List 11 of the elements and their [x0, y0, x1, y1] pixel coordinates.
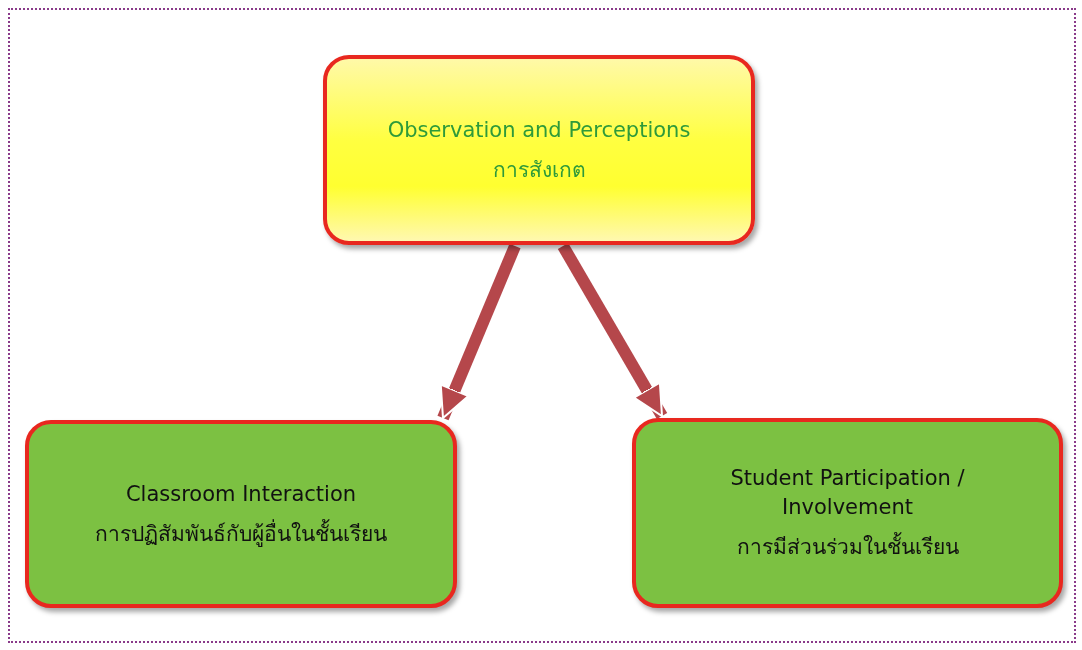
process-box — [25, 420, 457, 608]
arrow — [557, 243, 668, 419]
arrow — [437, 243, 521, 421]
box-label: การปฏิสัมพันธ์กับผู้อื่นในชั้นเรียน — [95, 520, 387, 549]
box-label: Classroom Interaction — [125, 480, 357, 508]
box-label: Student Participation / Involvement — [729, 465, 966, 521]
box-label: การสังเกต — [492, 157, 586, 184]
box-label: การมีส่วนร่วมในชั้นเรียน — [736, 533, 959, 562]
box-label: Observation and Perceptions — [387, 116, 691, 144]
process-box — [323, 55, 755, 245]
process-box — [632, 418, 1063, 608]
